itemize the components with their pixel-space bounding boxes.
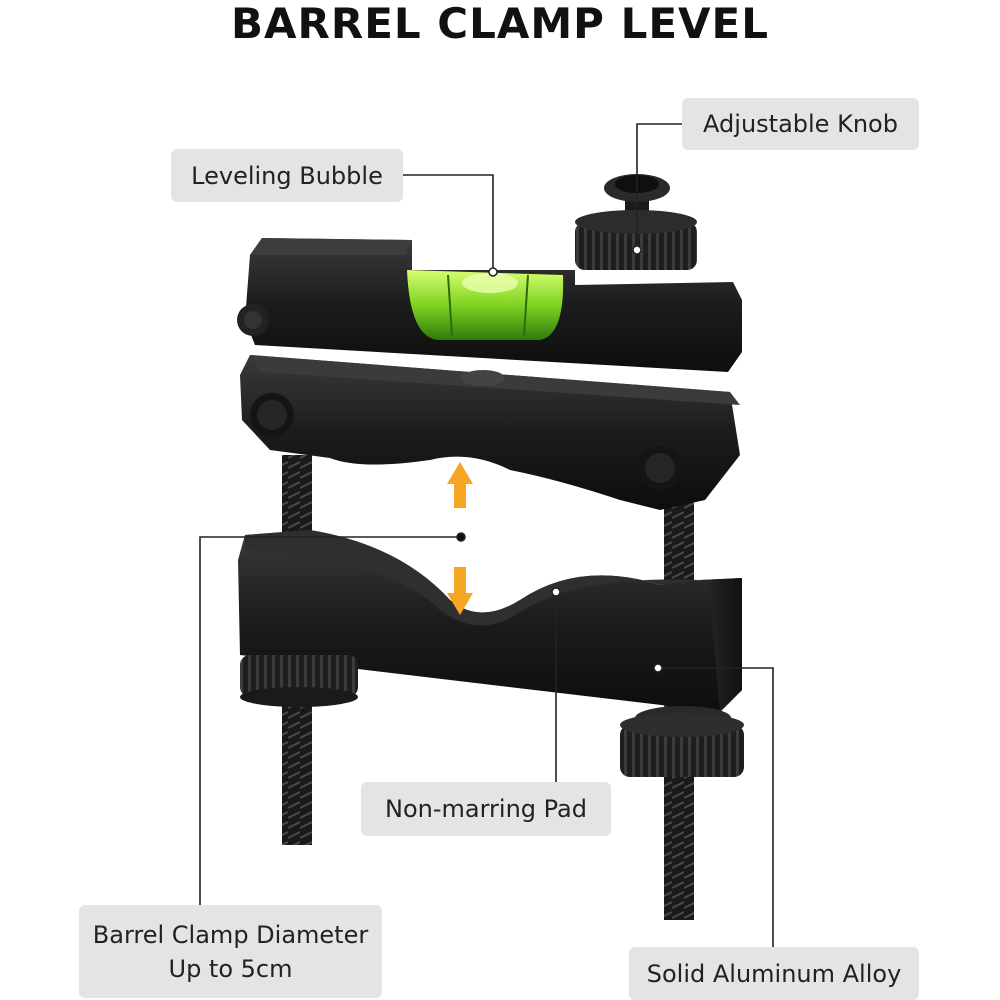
page-title: BARREL CLAMP LEVEL (231, 0, 769, 48)
up-arrow-icon (447, 462, 473, 508)
callout-adjustable-knob-text: Adjustable Knob (703, 110, 898, 138)
adjustable-knob (575, 174, 697, 270)
callout-adjustable-knob: Adjustable Knob (682, 98, 919, 150)
left-lower-knob (240, 655, 358, 707)
callout-non-marring-pad-text: Non-marring Pad (385, 795, 587, 823)
leader-leveling-bubble (403, 174, 498, 277)
leveling-block (237, 238, 742, 372)
callout-barrel-clamp-diameter-line1: Barrel Clamp Diameter (92, 920, 369, 949)
lower-jaw (238, 530, 742, 712)
leader-non-marring-pad (551, 587, 561, 782)
leader-barrel-clamp-diameter (199, 532, 466, 905)
callout-non-marring-pad: Non-marring Pad (361, 782, 611, 836)
leader-adjustable-knob (632, 123, 682, 255)
leader-solid-aluminum-alloy (653, 663, 774, 947)
down-arrow-icon (447, 567, 473, 615)
right-lower-knob (620, 706, 744, 777)
callout-barrel-clamp-diameter-line2: Up to 5cm (168, 954, 293, 983)
callout-barrel-clamp-diameter: Barrel Clamp Diameter Up to 5cm (79, 905, 382, 998)
callout-solid-aluminum-alloy-text: Solid Aluminum Alloy (646, 959, 902, 988)
callout-solid-aluminum-alloy: Solid Aluminum Alloy (629, 947, 919, 1000)
callout-leveling-bubble: Leveling Bubble (171, 149, 403, 202)
callout-leveling-bubble-text: Leveling Bubble (191, 161, 383, 190)
upper-jaw (240, 355, 740, 510)
